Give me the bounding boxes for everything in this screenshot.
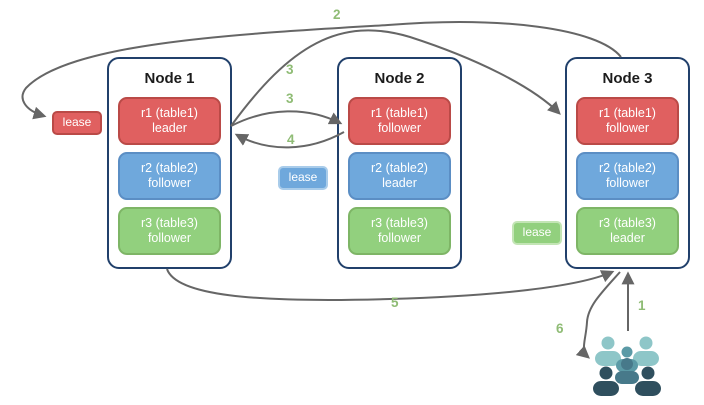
range-role: leader [382, 176, 417, 190]
node-3-range-r1: r1 (table1) follower [576, 97, 679, 145]
arrow-step-6 [575, 271, 621, 359]
range-name: r2 (table2) [141, 161, 198, 175]
node-2-range-r3: r3 (table3) follower [348, 207, 451, 255]
step-label-2: 2 [333, 7, 341, 22]
node-2-range-r2: r2 (table2) leader [348, 152, 451, 200]
clients-group-icon [593, 336, 661, 396]
range-name: r1 (table1) [599, 106, 656, 120]
step-label-5: 5 [391, 295, 399, 310]
range-role: follower [147, 176, 192, 190]
range-name: r3 (table3) [599, 216, 656, 230]
arrow-step-5 [166, 268, 615, 301]
range-name: r1 (table1) [371, 106, 428, 120]
node-1-range-r1: r1 (table1) leader [118, 97, 221, 145]
range-name: r2 (table2) [599, 161, 656, 175]
step-label-3a: 3 [286, 62, 294, 77]
range-name: r3 (table3) [371, 216, 428, 230]
range-role: follower [605, 176, 650, 190]
node-3-title: Node 3 [602, 70, 653, 87]
node-1-range-r3: r3 (table3) follower [118, 207, 221, 255]
range-role: follower [377, 121, 422, 135]
arrow-step-3-to-node2 [230, 110, 343, 127]
range-role: follower [147, 231, 192, 245]
node-3-range-r2: r2 (table2) follower [576, 152, 679, 200]
range-name: r2 (table2) [371, 161, 428, 175]
range-name: r1 (table1) [141, 106, 198, 120]
range-role: follower [377, 231, 422, 245]
step-label-3b: 3 [286, 91, 294, 106]
range-role: leader [152, 121, 187, 135]
node-3-box: Node 3 r1 (table1) follower r2 (table2) … [565, 57, 690, 269]
node-3-range-r3: r3 (table3) leader [576, 207, 679, 255]
lease-badge-blue: lease [278, 166, 328, 190]
range-role: leader [610, 231, 645, 245]
node-1-box: Node 1 r1 (table1) leader r2 (table2) fo… [107, 57, 232, 269]
lease-badge-green: lease [512, 221, 562, 245]
node-2-range-r1: r1 (table1) follower [348, 97, 451, 145]
node-1-title: Node 1 [144, 70, 195, 87]
step-label-4: 4 [287, 132, 295, 147]
range-name: r3 (table3) [141, 216, 198, 230]
node-2-title: Node 2 [374, 70, 425, 87]
step-label-1: 1 [638, 298, 646, 313]
lease-badge-red: lease [52, 111, 102, 135]
node-1-range-r2: r2 (table2) follower [118, 152, 221, 200]
range-role: follower [605, 121, 650, 135]
node-2-box: Node 2 r1 (table1) follower r2 (table2) … [337, 57, 462, 269]
step-label-6: 6 [556, 321, 564, 336]
